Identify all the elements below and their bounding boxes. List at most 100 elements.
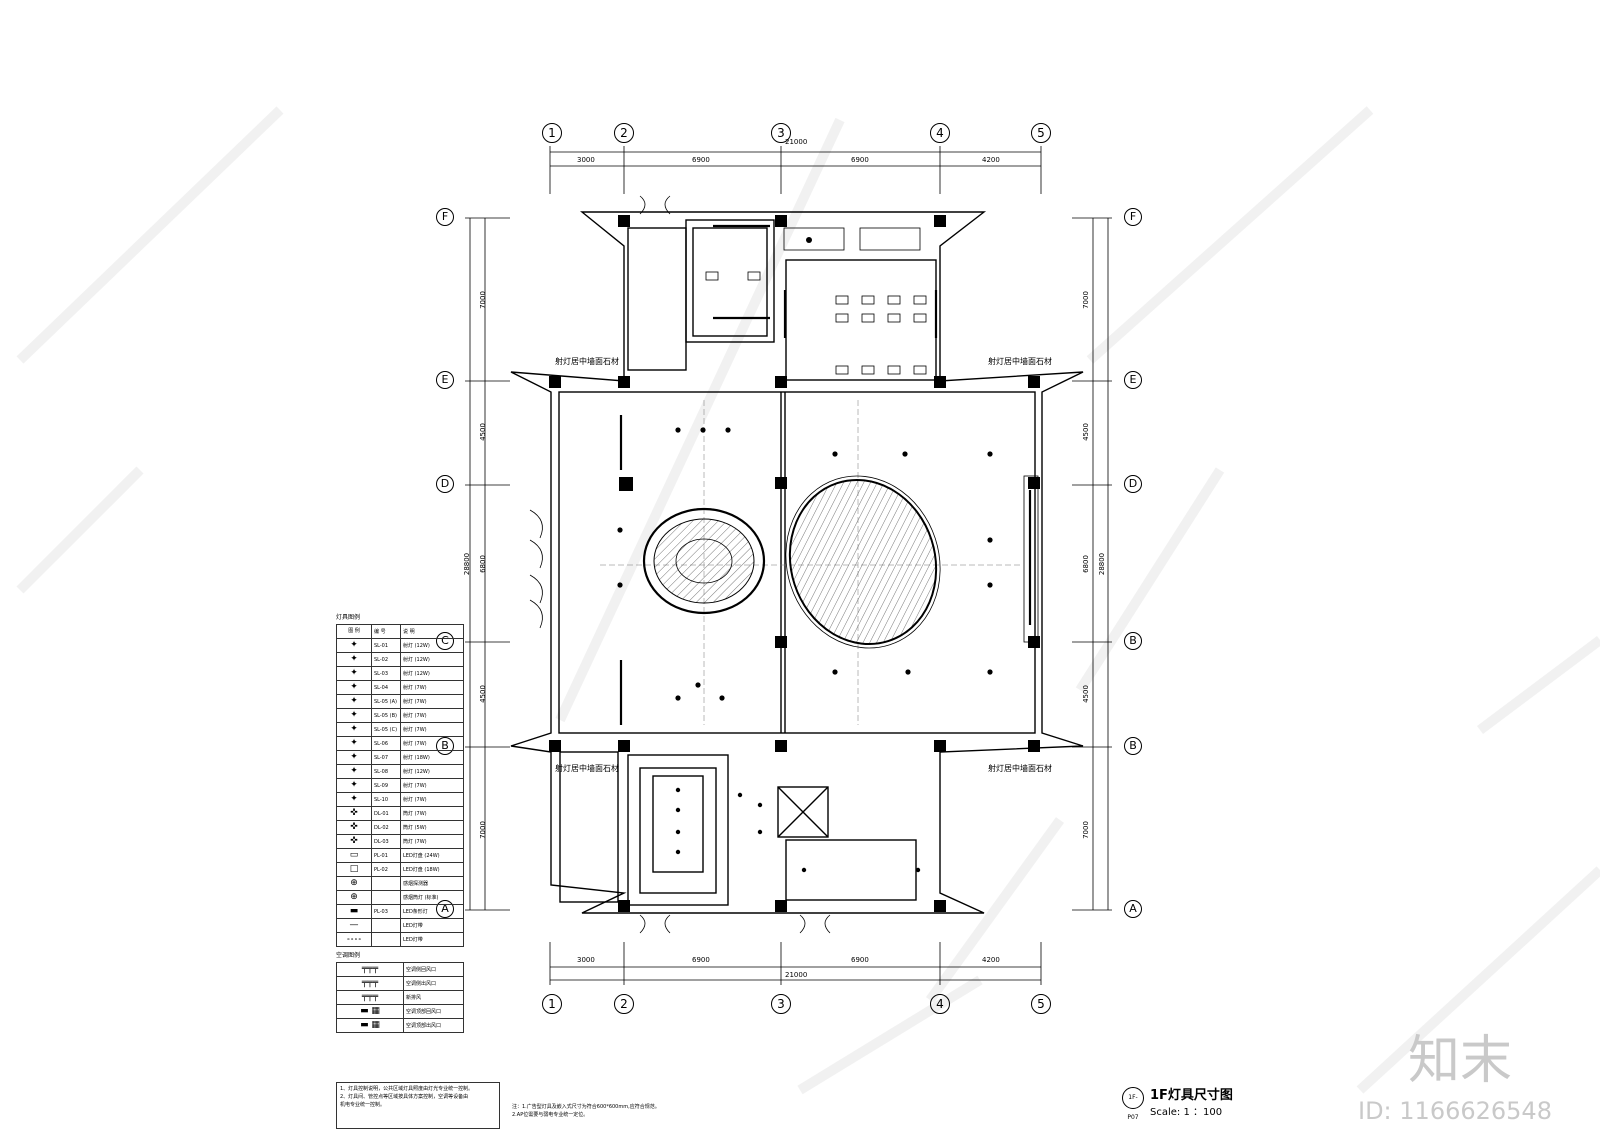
dim-left-span-5: 7000 (478, 821, 487, 839)
grid-row-F-right: F (1124, 208, 1142, 226)
grid-row-F-left: F (436, 208, 454, 226)
notes-box: 1、灯具控制说明，公共区域灯具照度由灯光专业统一控制。 2、灯具间、管控点等区域… (336, 1082, 500, 1129)
smoke-detector-icon: ⊕ (336, 876, 372, 891)
dim-top-total: 21000 (785, 138, 808, 146)
dim-top-span-3: 6900 (851, 156, 869, 164)
dim-top-span-4: 4200 (982, 156, 1000, 164)
legend-desc: 射灯 (7W) (400, 708, 464, 723)
dim-right-span-4: 4500 (1081, 685, 1090, 703)
legend-row: ✦SL-05 (A)射灯 (7W) (336, 694, 464, 709)
watermark-stripes (16, 106, 1600, 1095)
legend-desc: LED灯盘 (24W) (400, 848, 464, 863)
legend-row: ∘∘∘∘LED灯带 (336, 932, 464, 947)
legend-code: PL-01 (371, 848, 401, 863)
legend-desc: LED灯带 (400, 932, 464, 947)
spotlight-icon: ✦ (336, 736, 372, 751)
dim-right-span-1: 7000 (1081, 291, 1090, 309)
ac-legend-desc: 空调顶部回风口 (403, 1004, 464, 1019)
grid-col-5-top: 5 (1031, 123, 1051, 143)
legend-code: SL-08 (371, 764, 401, 779)
dim-bottom-span-2: 6900 (692, 956, 710, 964)
spotlight-icon: ✦ (336, 722, 372, 737)
linear-light-icon: ▬ (336, 904, 372, 919)
dim-right-total: 28800 (1098, 552, 1107, 576)
legend-code: SL-10 (371, 792, 401, 807)
legend-code: SL-01 (371, 638, 401, 653)
wall-note-bottom-left: 射灯居中墙面石材 (555, 764, 619, 773)
grid-col-4-bottom: 4 (930, 994, 950, 1014)
legend-desc: 射灯 (12W) (400, 638, 464, 653)
top-supply-vent-icon: ▬ ▦ (336, 1018, 404, 1033)
grid-row-D-left: D (436, 475, 454, 493)
spotlight-icon: ✦ (336, 652, 372, 667)
legend-code: SL-06 (371, 736, 401, 751)
sheet-number-bubble: 1F-P07 (1122, 1087, 1144, 1121)
dim-bottom-span-3: 6900 (851, 956, 869, 964)
dim-right-span-3: 6800 (1081, 555, 1090, 573)
ac-legend-desc: 空调侧出风口 (403, 976, 464, 991)
ac-legend-row: ╤╤╤空调侧回风口 (336, 962, 464, 977)
grid-col-3-bottom: 3 (771, 994, 791, 1014)
legend-code: SL-02 (371, 652, 401, 667)
legend-code (371, 890, 401, 905)
watermark-id: ID: 1166626548 (1358, 1097, 1552, 1125)
drawing-scale: Scale: 1 ：100 (1150, 1107, 1223, 1118)
legend-desc: LED灯盘 (18W) (400, 862, 464, 877)
furniture-blocks (705, 227, 1039, 643)
ac-legend-desc: 新排风 (403, 990, 464, 1005)
legend-code: SL-04 (371, 680, 401, 695)
grid-col-2-top: 2 (614, 123, 634, 143)
downlight-icon: ✜ (336, 806, 372, 821)
building-walls (510, 211, 1084, 914)
ac-legend-row: ▬ ▦空调顶部出风口 (336, 1018, 464, 1033)
legend-desc: 射灯 (7W) (400, 694, 464, 709)
grid-row-E-right: E (1124, 371, 1142, 389)
ac-legend-table: ╤╤╤空调侧回风口 ╤╤╤空调侧出风口 ╤╤╤新排风 ▬ ▦空调顶部回风口 ▬ … (336, 962, 464, 1033)
ac-legend-row: ╤╤╤新排风 (336, 990, 464, 1005)
grid-row-D-right: D (1124, 475, 1142, 493)
spotlight-icon: ✦ (336, 638, 372, 653)
legend-desc: 筒灯 (7W) (400, 806, 464, 821)
legend-row: ✦SL-05 (B)射灯 (7W) (336, 708, 464, 723)
wall-note-top-left: 射灯居中墙面石材 (555, 357, 619, 366)
linear-lights (619, 224, 1032, 725)
legend-row: ⊕感烟筒灯 (标准) (336, 890, 464, 905)
ceiling-oval-left (642, 507, 766, 615)
legend-desc: 筒灯 (5W) (400, 820, 464, 835)
doors (529, 195, 831, 934)
return-vent-icon: ╤╤╤ (336, 962, 404, 977)
top-return-vent-icon: ▬ ▦ (336, 1004, 404, 1019)
legend-code (371, 876, 401, 891)
legend-desc: LED灯带 (400, 918, 464, 933)
grid-row-A-right: A (1124, 900, 1142, 918)
legend-title: 灯具图例 (336, 614, 361, 621)
note-line: 机电专业统一控制。 (340, 1102, 386, 1108)
ac-legend-row: ╤╤╤空调侧出风口 (336, 976, 464, 991)
legend-row: —LED灯带 (336, 918, 464, 933)
top-dimension-lines (549, 146, 1042, 194)
legend-code: SL-05 (C) (371, 722, 401, 737)
light-fixtures (617, 237, 993, 873)
bottom-dimension-lines (549, 942, 1042, 985)
legend-desc: LED条形灯 (400, 904, 464, 919)
legend-desc: 射灯 (7W) (400, 680, 464, 695)
note-line: 1、灯具控制说明，公共区域灯具照度由灯光专业统一控制。 (340, 1086, 474, 1092)
note-line: 2.AP位需要与弱电专业统一定位。 (512, 1112, 589, 1118)
legend-header-symbol: 图 例 (336, 624, 372, 639)
notes-right: 注：1.广告型灯具及嵌入式尺寸为符合600*600mm,应符合规范。 2.AP位… (512, 1103, 660, 1119)
legend-desc: 射灯 (12W) (400, 652, 464, 667)
legend-desc: 感烟探测器 (400, 876, 464, 891)
grid-col-1-bottom: 1 (542, 994, 562, 1014)
dim-right-span-5: 7000 (1081, 821, 1090, 839)
legend-header-desc: 说 明 (400, 624, 464, 639)
spotlight-icon: ✦ (336, 792, 372, 807)
